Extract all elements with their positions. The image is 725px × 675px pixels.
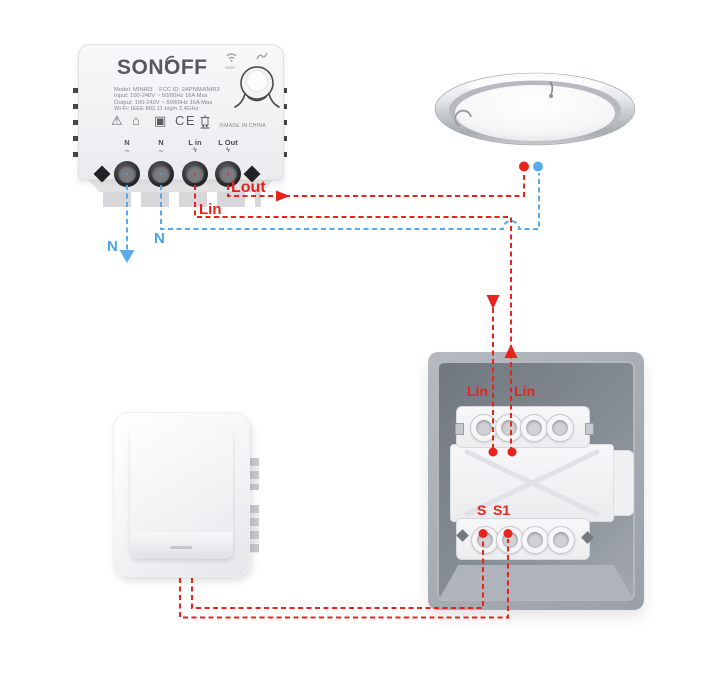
box-terminal-lin-2 (495, 414, 523, 442)
in-wall-module (450, 398, 634, 562)
terminal-label-n2: N (158, 138, 164, 147)
device-heat-fins-right (281, 88, 287, 166)
box-terminal-4 (546, 414, 574, 442)
led-slot (225, 66, 235, 69)
rocker-bevel (130, 532, 233, 559)
indoor-use-icon: ⌂ (132, 113, 140, 128)
terminal-hole (476, 420, 492, 436)
neutral-symbol: ∼ (124, 148, 130, 155)
wall-switch (113, 412, 250, 577)
lamp-clip (549, 81, 554, 96)
module-body (450, 444, 614, 522)
neutral-wire-core (160, 173, 162, 175)
box-terminal-7 (521, 526, 549, 554)
terminal-label-lin: L in (188, 138, 202, 147)
box-terminal-s (471, 526, 499, 554)
ceiling-light-image (434, 72, 636, 146)
label-box-lin-left: Lin (467, 383, 488, 399)
label-s: S (477, 502, 487, 518)
arrow-down-neutral (119, 250, 135, 263)
terminal-hole (501, 420, 517, 436)
terminal-hole (477, 532, 493, 548)
module-bottom-terminal-strip (456, 518, 590, 560)
module-clip-right (585, 423, 594, 435)
module-top-terminal-strip (456, 406, 590, 448)
live-symbol: ϟ (193, 147, 197, 154)
rf-icon (256, 52, 268, 60)
neutral-wire-core (126, 173, 128, 175)
label-n-branch: N (154, 230, 165, 247)
module-clip-left (455, 423, 464, 435)
rocker-indicator-slot (170, 546, 192, 549)
switch-terminal-fins-top (249, 458, 259, 490)
label-lin: Lin (199, 201, 222, 218)
spec-wifi: Wi-Fi: IEEE 802.11 b/g/n 2.4GHz (114, 106, 199, 113)
device-heat-fins-left (73, 88, 79, 166)
logo-wifi-icon (165, 55, 175, 65)
double-insulation-icon: ▣ (154, 113, 167, 128)
terminal-label-n1: N (124, 138, 130, 147)
wifi-icon (226, 53, 237, 62)
terminal-n1 (114, 161, 140, 187)
label-lout: Lout (231, 179, 266, 196)
device-spec-text: Model: MINIR3 FCC ID: 2APN5MINIR3 Input:… (114, 87, 220, 113)
spec-output: Output: 100-240V ~ 50/60Hz 16A Max (114, 99, 213, 106)
box-terminal-8 (547, 526, 575, 554)
module-x-groove (463, 448, 601, 518)
box-terminal-3 (520, 414, 548, 442)
label-box-lin-right: Lin (514, 383, 535, 399)
switch-rocker (130, 429, 233, 559)
terminal-hole (527, 532, 543, 548)
ce-mark: CE (175, 113, 197, 128)
terminal-hole (553, 532, 569, 548)
ceiling-light (430, 66, 642, 167)
terminal-hole (502, 532, 518, 548)
neutral-symbol: ∼ (158, 148, 164, 155)
terminal-label-lout: L Out (218, 138, 238, 147)
switch-terminal-fins-bottom (249, 505, 259, 553)
label-n-supply: N (107, 238, 118, 255)
sonoff-mini-r3-device: SONOFF Model: MINIR3 FCC ID: 2APN5MINIR3… (78, 44, 284, 180)
arrow-down-mains-live (486, 295, 500, 309)
terminal-hole (526, 420, 542, 436)
terminal-hole (552, 420, 568, 436)
pairing-button (234, 66, 280, 108)
warning-icon: ⚠ (111, 113, 123, 128)
spec-model: Model: MINIR3 FCC ID: 2APN5MINIR3 (114, 87, 220, 93)
live-symbol: ϟ (226, 147, 230, 154)
terminal-washer (186, 165, 204, 183)
label-s1: S1 (493, 502, 511, 518)
box-inner-wall (439, 565, 633, 599)
live-wire-core (227, 173, 229, 175)
terminal-washer (118, 165, 136, 183)
arrow-right-live-out (276, 190, 290, 202)
weee-bin-icon (200, 115, 210, 129)
terminal-washer (152, 165, 170, 183)
terminal-l-in (182, 161, 208, 187)
brand-logo: SONOFF (117, 56, 208, 79)
spec-input: Input: 100-240V ~ 50/60Hz 16A Max (114, 93, 208, 100)
live-wire-core (194, 173, 196, 175)
lamp-hook (454, 109, 472, 127)
made-in-label: ⓇMADE IN CHINA (219, 123, 266, 129)
terminal-n2 (148, 161, 174, 187)
box-terminal-lin-1 (470, 414, 498, 442)
box-terminal-s1 (496, 526, 524, 554)
